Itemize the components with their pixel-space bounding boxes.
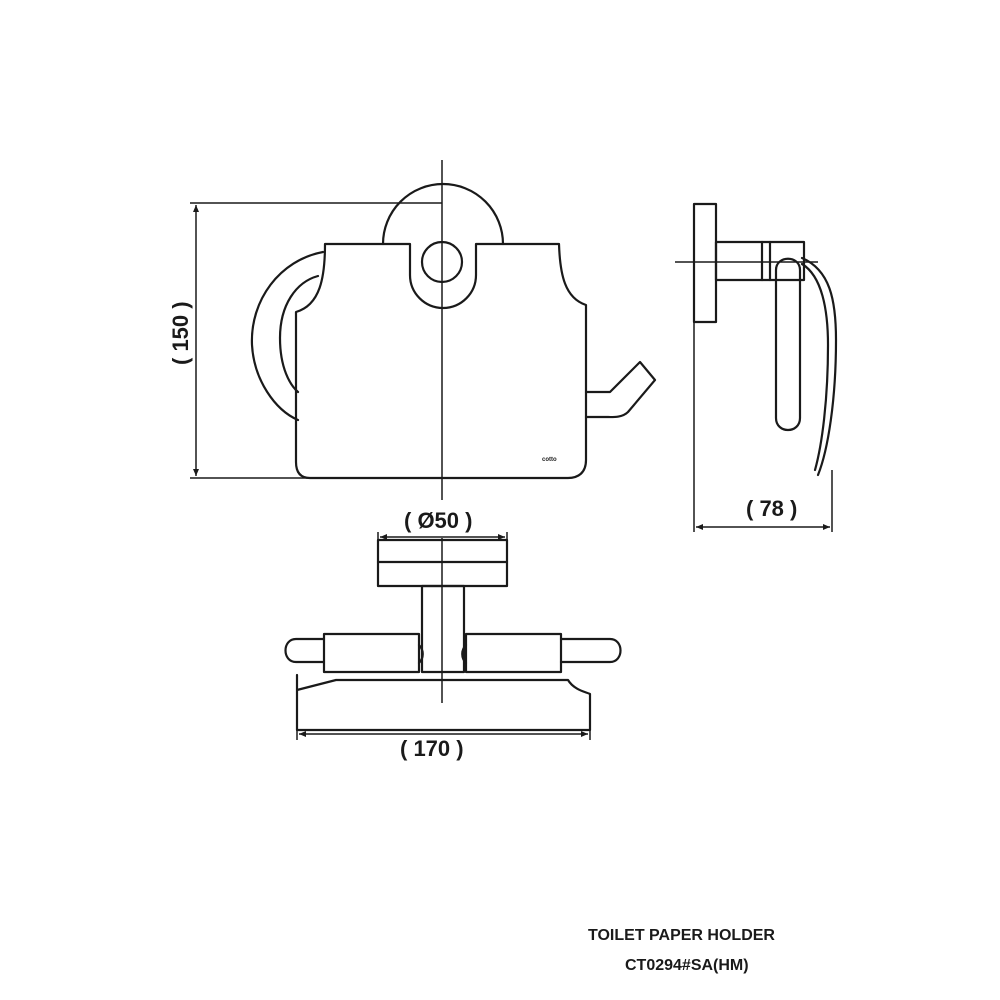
left-ring-outer — [250, 250, 325, 422]
top-cover-plate — [295, 673, 592, 732]
side-wall-plate — [692, 202, 718, 324]
front-view: cotto ( 150 ) — [168, 160, 657, 500]
top-left-bar-end — [284, 637, 326, 664]
brand-mark: cotto — [542, 457, 557, 463]
top-stem — [420, 584, 466, 674]
top-left-bar — [322, 632, 421, 674]
product-code: CT0294#SA(HM) — [625, 957, 749, 974]
side-view: ( 78 ) — [675, 202, 838, 532]
height-dimension-label: ( 150 ) — [168, 301, 193, 365]
top-left-bar-cap — [417, 643, 424, 665]
top-view: ( Ø50 ) ( 170 ) — [284, 508, 622, 761]
depth-dimension-label: ( 78 ) — [746, 496, 797, 521]
side-cover-curve-inner — [800, 262, 830, 472]
product-title: TOILET PAPER HOLDER — [588, 927, 775, 944]
right-arm — [584, 360, 657, 419]
left-ring-inner — [278, 274, 320, 394]
cover-plate — [294, 242, 588, 480]
top-right-bar — [464, 632, 563, 674]
width-dimension-label: ( 170 ) — [400, 736, 464, 761]
top-right-bar-cap — [461, 643, 468, 665]
side-arm — [714, 240, 806, 282]
side-cover-curve — [800, 256, 838, 477]
diameter-dimension-label: ( Ø50 ) — [404, 508, 472, 533]
wall-plate-outline — [381, 182, 505, 246]
top-right-bar-end — [559, 637, 622, 664]
side-roll-arm — [774, 257, 802, 432]
